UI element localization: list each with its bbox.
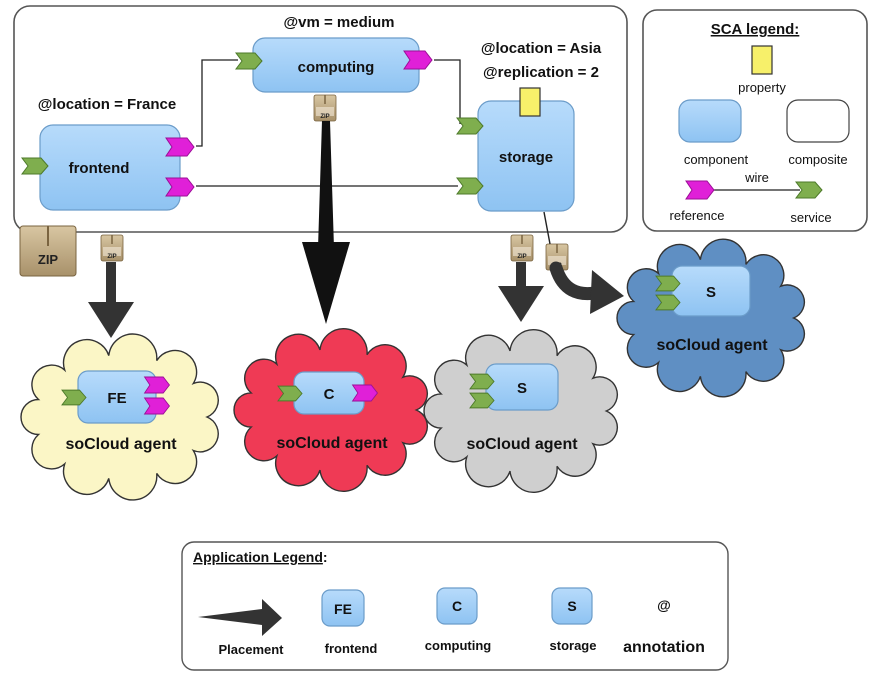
s-badge-label: S [567, 598, 576, 614]
placement-arrow-storage-replica [543, 211, 624, 314]
zip-archive-icon: ZIP [313, 94, 337, 122]
deployed-component-label: S [517, 380, 527, 397]
legend-service-label: service [790, 210, 831, 225]
legend-composite-label: composite [788, 152, 847, 167]
zip-archive-icon: ZIP [19, 225, 77, 277]
legend-annotation-label: annotation [623, 639, 705, 656]
legend-wire-label: wire [744, 170, 769, 185]
property-icon [751, 45, 773, 75]
legend-reference-label: reference [670, 208, 725, 223]
placement-arrow-computing [302, 121, 350, 324]
legend-placement-label: Placement [218, 642, 284, 657]
agent-label: soCloud agent [65, 436, 177, 453]
component-label: storage [499, 149, 553, 166]
component-frontend[interactable]: frontend [21, 124, 195, 211]
agent-cloud [616, 238, 806, 398]
component-computing[interactable]: computing [235, 37, 433, 93]
fe-badge-label: FE [334, 601, 352, 617]
svg-text:ZIP: ZIP [107, 254, 116, 260]
legend-frontend-label: frontend [325, 641, 378, 656]
application-legend: Application Legend: Placement FE fronten… [181, 541, 729, 671]
application-composite: computing frontend storage @vm = medium … [13, 5, 628, 233]
application-legend-title: Application Legend: [193, 549, 328, 565]
agent-label: soCloud agent [656, 337, 768, 354]
property-icon [519, 87, 541, 117]
zip-archive-icon: ZIP [100, 234, 124, 262]
deployed-component-label: S [706, 284, 716, 301]
composite-swatch [786, 99, 850, 143]
svg-text:ZIP: ZIP [320, 114, 329, 120]
s-badge [551, 587, 593, 625]
socloud-agent[interactable]: FE soCloud agent [20, 333, 219, 501]
wire-computing-storage [434, 59, 461, 124]
component-storage[interactable]: storage [456, 87, 575, 212]
placement-arrow-frontend [88, 262, 134, 338]
c-badge [436, 587, 478, 625]
component-label: computing [298, 59, 375, 76]
component-label: frontend [69, 160, 130, 177]
annotation-location-asia: @location = Asia [481, 40, 602, 57]
wire-frontend-computing [196, 59, 238, 147]
legend-storage-label: storage [550, 638, 597, 653]
sca-legend-title: SCA legend: [711, 21, 800, 38]
legend-property-label: property [738, 80, 786, 95]
agent-cloud [423, 328, 619, 494]
sca-legend: SCA legend: property component composite… [642, 9, 868, 232]
sca-legend-box [642, 9, 868, 232]
placement-arrow-storage [498, 262, 544, 322]
agent-label: soCloud agent [276, 435, 388, 452]
placement-arrow-icon [198, 599, 282, 636]
svg-text:ZIP: ZIP [38, 252, 59, 267]
zip-archive-icon: ZIP [510, 234, 534, 262]
annotation-replication: @replication = 2 [483, 64, 599, 81]
deployed-component-label: FE [107, 390, 126, 407]
fe-badge [321, 589, 365, 627]
at-symbol: @ [657, 597, 671, 613]
c-badge-label: C [452, 598, 462, 614]
legend-component-label: component [684, 152, 749, 167]
component-swatch [678, 99, 742, 143]
agent-label: soCloud agent [466, 436, 578, 453]
legend-computing-label: computing [425, 638, 491, 653]
annotation-location-france: @location = France [38, 96, 176, 113]
svg-text:ZIP: ZIP [517, 254, 526, 260]
annotation-vm: @vm = medium [284, 14, 395, 31]
deployed-component-label: C [324, 386, 335, 403]
